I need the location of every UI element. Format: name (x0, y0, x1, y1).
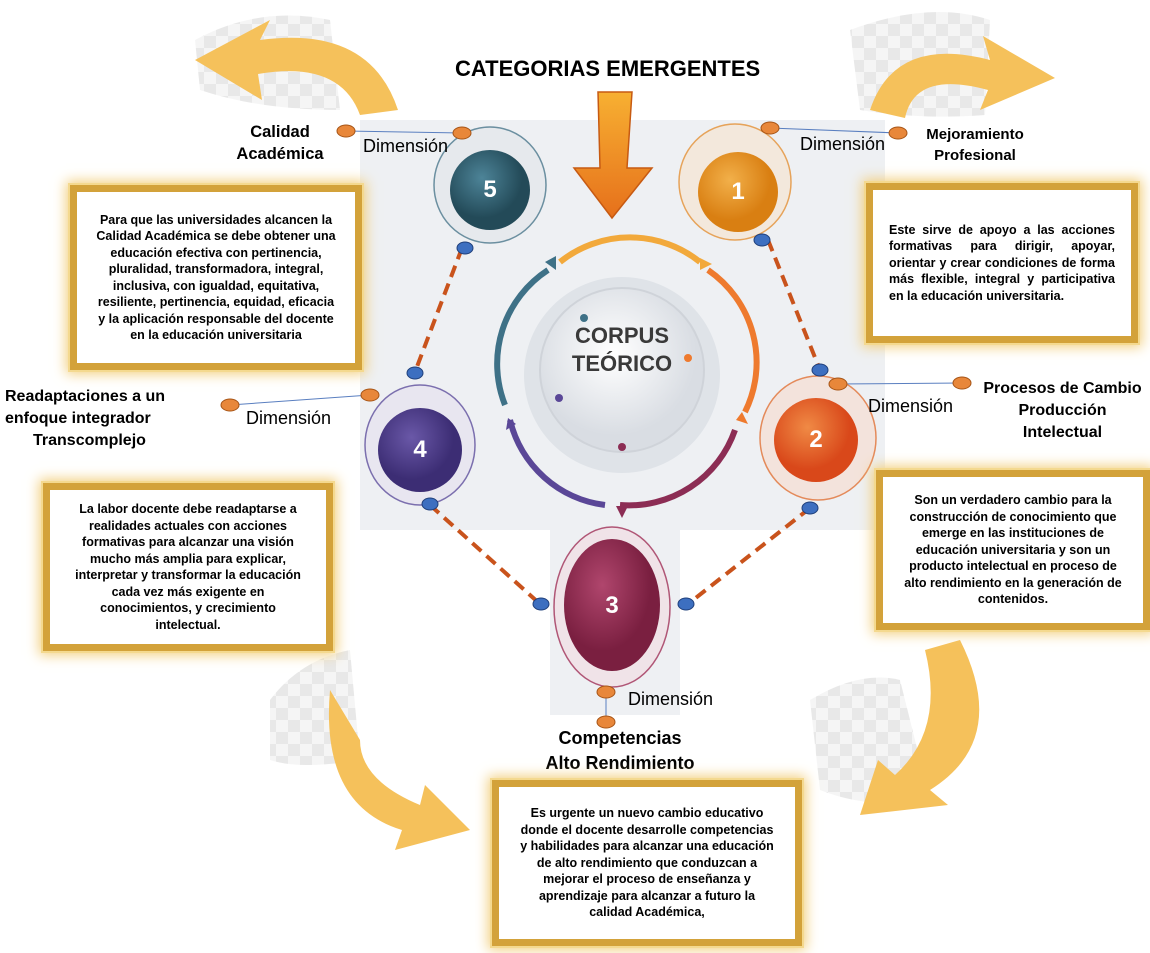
node-3-circle (564, 539, 660, 671)
label-1-line-2: Profesional (934, 147, 1016, 164)
description-5-text: Para que las universidades alcancen la C… (96, 212, 336, 343)
node-3-number: 3 (605, 592, 619, 619)
label-2-line-2: Producción (1018, 402, 1107, 419)
description-box-3: Es urgente un nuevo cambio educativo don… (492, 780, 802, 946)
label-4-line-3: Transcomplejo (33, 432, 146, 449)
node-4-circle (378, 408, 462, 492)
label-4-line-1: Readaptaciones a un (5, 388, 166, 405)
center-line-1: CORPUS (574, 323, 670, 348)
node-1-number: 1 (731, 178, 745, 205)
curved-arrow-top-right (870, 36, 1055, 118)
curved-arrow-bottom-left (328, 690, 470, 850)
description-1-text: Este sirve de apoyo a las acciones forma… (889, 222, 1115, 303)
description-box-1: Este sirve de apoyo a las acciones forma… (866, 183, 1138, 343)
dimension-label-5: Dimensión (363, 136, 449, 156)
node-2-circle (774, 398, 858, 482)
label-mejoramiento-profesional: Mejoramiento Profesional (900, 124, 1050, 166)
label-procesos-de-cambio: Procesos de Cambio Producción Intelectua… (975, 378, 1150, 444)
label-2-line-1: Procesos de Cambio (983, 380, 1142, 397)
description-box-2: Son un verdadero cambio para la construc… (876, 470, 1150, 630)
label-2-line-3: Intelectual (1022, 424, 1103, 441)
label-4-line-2: enfoque integrador (5, 410, 151, 427)
label-3-line-2: Alto Rendimiento (545, 753, 695, 773)
dimension-label-2: Dimensión (868, 396, 954, 416)
curved-arrow-bottom-right (860, 640, 980, 815)
label-competencias: Competencias Alto Rendimiento (520, 726, 720, 776)
description-4-text: La labor docente debe readaptarse a real… (75, 502, 301, 632)
dimension-label-4: Dimensión (246, 408, 332, 428)
dimension-label-1: Dimensión (800, 134, 886, 154)
node-5-number: 5 (483, 176, 497, 203)
description-box-4: La labor docente debe readaptarse a real… (43, 483, 333, 651)
label-5-line-2: Académica (236, 145, 324, 163)
label-readaptaciones: Readaptaciones a un enfoque integrador T… (5, 386, 185, 452)
description-box-5: Para que las universidades alcancen la C… (70, 185, 362, 370)
center-line-2: TEÓRICO (571, 351, 673, 376)
curved-arrow-top-left (195, 20, 398, 115)
label-1-line-1: Mejoramiento (926, 126, 1024, 143)
diagram-title: CATEGORIAS EMERGENTES (455, 56, 761, 81)
label-5-line-1: Calidad (250, 123, 310, 141)
node-5-circle (450, 150, 530, 230)
node-1-circle (698, 152, 778, 232)
node-2-number: 2 (809, 426, 823, 453)
down-arrow-icon (572, 91, 654, 220)
description-3-text: Es urgente un nuevo cambio educativo don… (520, 806, 774, 920)
label-3-line-1: Competencias (558, 728, 682, 748)
description-2-text: Son un verdadero cambio para la construc… (904, 493, 1122, 607)
dimension-label-3: Dimensión (628, 689, 714, 709)
center-title: CORPUS TEÓRICO (552, 322, 692, 378)
label-calidad-academica: Calidad Académica (215, 121, 345, 165)
node-4-number: 4 (413, 436, 427, 463)
